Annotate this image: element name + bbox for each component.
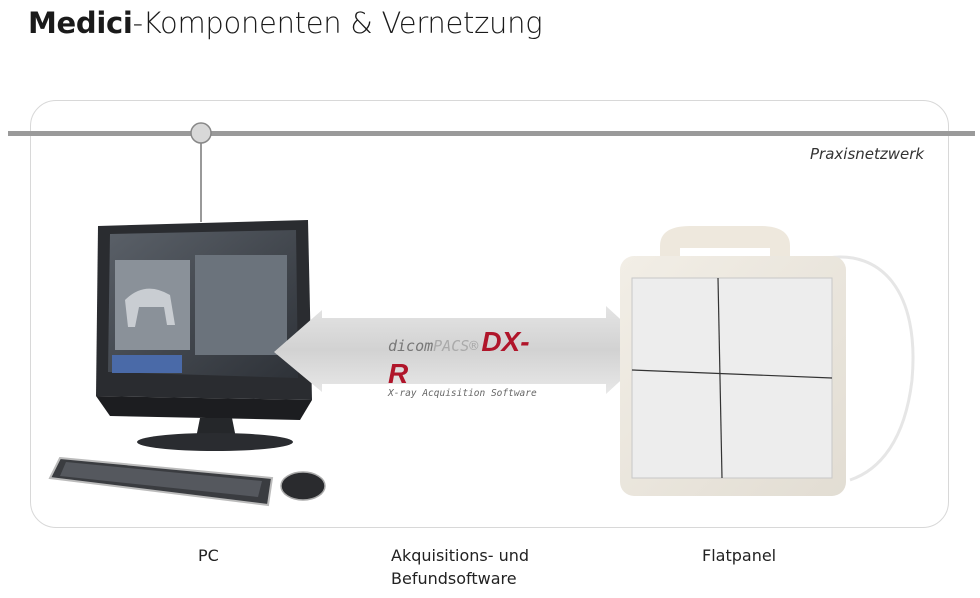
logo-pacs: PACS: [433, 337, 470, 355]
dicompacs-logo: dicomPACS®DX-R X-ray Acquisition Softwar…: [388, 326, 548, 399]
label-software-line2: Befundsoftware: [391, 569, 517, 588]
network-bus-line: [8, 131, 975, 222]
logo-subtitle: X-ray Acquisition Software: [388, 388, 537, 399]
mouse-icon: [280, 471, 326, 501]
pc-monitor-icon: [96, 220, 312, 451]
page-title: Medici-Komponenten & Vernetzung: [28, 6, 543, 40]
title-bold: Medici: [28, 6, 133, 40]
diagram-frame: [30, 100, 949, 528]
label-flatpanel: Flatpanel: [702, 546, 777, 565]
network-node-icon: [190, 122, 212, 144]
network-label: Praxisnetzwerk: [810, 145, 925, 163]
label-software: Akquisitions- und Befundsoftware: [391, 544, 529, 590]
keyboard-icon: [48, 456, 274, 507]
title-rest: -Komponenten & Vernetzung: [132, 6, 543, 40]
label-pc: PC: [198, 546, 219, 565]
logo-product: DX-R: [388, 326, 530, 389]
logo-dicom: dicom: [388, 337, 434, 355]
logo-registered: ®: [469, 337, 479, 355]
label-software-line1: Akquisitions- und: [391, 546, 530, 565]
bidirectional-arrow-icon: [274, 306, 654, 394]
flatpanel-icon: [620, 226, 915, 496]
